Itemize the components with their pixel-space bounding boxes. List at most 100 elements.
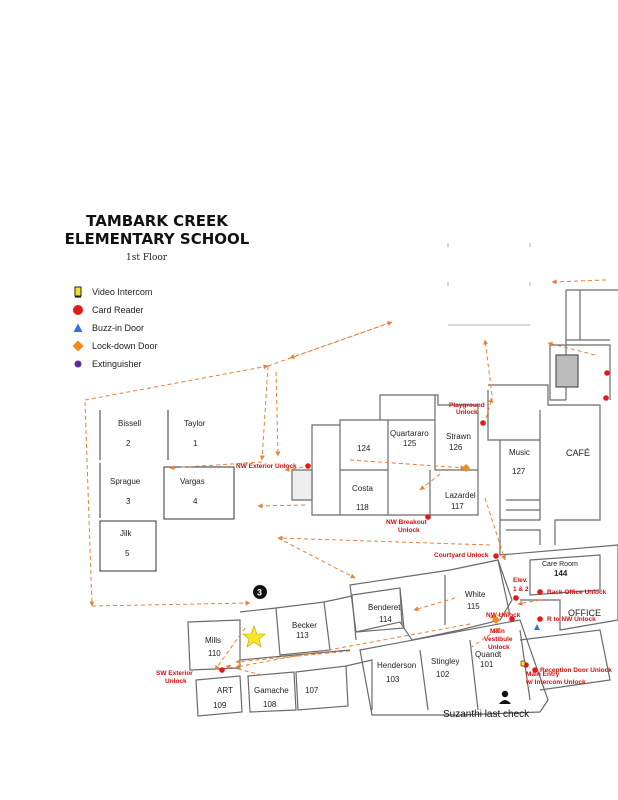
stair-block: [291, 469, 313, 501]
buzz-in-door-marker: [534, 624, 540, 630]
route-arrow: [169, 461, 263, 471]
label-main-entry-line1: Main Entry: [526, 671, 560, 678]
portable-vargas-num: 4: [193, 497, 198, 506]
wall: [339, 395, 478, 515]
video-intercom-icon: [74, 286, 82, 298]
room-gamache-name: Gamache: [254, 686, 289, 695]
room-becker-name: Becker: [292, 621, 317, 630]
legend-item-card-reader: Card Reader: [72, 301, 158, 319]
label-elev-line2: 1 & 2: [513, 586, 529, 593]
wall: [187, 619, 241, 671]
legend-item-lock-down-door: Lock-down Door: [72, 337, 158, 355]
card-reader-marker: [537, 616, 543, 622]
route-arrow: [413, 597, 456, 612]
card-reader-marker: [537, 589, 543, 595]
room-care-name: Care Room: [542, 561, 578, 568]
label-sw-exterior-line2: Unlock: [165, 678, 187, 685]
route-arrow: [419, 473, 441, 491]
route-arrow: [551, 279, 607, 285]
wall: [506, 499, 541, 545]
card-reader-marker: [219, 667, 225, 673]
number-marker-label: 3: [257, 588, 262, 598]
portable-jilk-num: 5: [125, 549, 130, 558]
label-nw-unlock: NW Unlock: [486, 612, 521, 619]
card-reader-marker: [480, 420, 486, 426]
label-nw-exterior-unlock: NW Exterior Unlock: [236, 463, 297, 470]
wall: [359, 619, 549, 716]
wall: [549, 289, 618, 401]
portable-jilk: [99, 520, 157, 572]
legend: Video Intercom Card Reader Buzz-in Door …: [72, 283, 158, 373]
label-courtyard-unlock: Courtyard Unlock: [434, 552, 489, 559]
room-benderet-name: Benderet: [368, 603, 401, 612]
legend-item-buzz-in-door: Buzz-in Door: [72, 319, 158, 337]
route-arrow: [484, 497, 506, 561]
wall: [519, 629, 611, 691]
legend-label: Buzz-in Door: [92, 323, 145, 333]
wall: [323, 595, 357, 641]
room-125-num: 125: [403, 439, 417, 448]
route-arrow: [259, 365, 269, 461]
room-109-num: 109: [213, 701, 227, 710]
label-main-vestibule-line1: Main: [490, 628, 505, 635]
room-henderson-name: Henderson: [377, 661, 416, 670]
building-walls: [187, 289, 618, 717]
room-115-num: 115: [467, 602, 480, 611]
legend-label: Extinguisher: [92, 359, 142, 369]
title-line-2: ELEMENTARY SCHOOL: [64, 230, 250, 248]
lock-down-door-icon: [72, 340, 84, 352]
room-107-num: 107: [305, 686, 319, 695]
route-arrow: [214, 627, 246, 671]
room-101-num: 101: [480, 660, 494, 669]
route-arrow: [275, 371, 281, 457]
wall: [345, 659, 373, 710]
route-arrow: [84, 364, 269, 401]
card-reader-marker: [305, 463, 311, 469]
title-line-1: TAMBARK CREEK: [86, 212, 228, 230]
card-reader-marker: [509, 616, 515, 622]
unlock-labels: NW Exterior Unlock Playground Unlock NW …: [156, 402, 612, 686]
portable-jilk-name: Jilk: [120, 529, 133, 538]
evacuation-routes: [84, 279, 607, 676]
wall: [349, 559, 513, 641]
wall: [239, 607, 351, 661]
extinguisher-icon: [74, 360, 82, 368]
route-arrow: [225, 664, 263, 676]
label-sw-exterior-line1: SW Exterior: [156, 670, 193, 677]
note-text: Suzanthi last check: [443, 709, 530, 720]
route-arrow: [547, 341, 596, 356]
card-reader-marker: [425, 514, 431, 520]
room-103-num: 103: [386, 675, 400, 684]
wall: [295, 665, 349, 711]
room-stingley-name: Stingley: [431, 657, 459, 666]
legend-label: Video Intercom: [92, 287, 153, 297]
route-arrow: [235, 650, 351, 665]
room-108-num: 108: [263, 700, 277, 709]
legend-item-video-intercom: Video Intercom: [72, 283, 158, 301]
route-arrow: [84, 401, 95, 607]
buzz-in-door-icon: [73, 323, 83, 332]
route-arrow: [489, 611, 509, 619]
room-114-num: 114: [379, 615, 392, 624]
wall: [499, 544, 618, 631]
route-arrow: [277, 537, 356, 579]
route-arrow: [483, 397, 494, 426]
wall: [487, 390, 541, 555]
video-intercom-marker: [520, 660, 526, 667]
portables: [99, 410, 235, 572]
room-labels: 124 Quartararo 125 Strawn 126 Costa 118 …: [205, 429, 601, 710]
lockdown-doors: [462, 464, 500, 624]
label-playground-line2: Unlock: [456, 409, 478, 416]
card-reader-marker: [604, 370, 610, 376]
person-icon: [499, 690, 511, 704]
portable-taylor-num: 1: [193, 439, 198, 448]
wall: [488, 384, 601, 545]
lock-down-door-marker: [462, 464, 470, 472]
room-117-num: 117: [451, 502, 464, 511]
wall: [311, 394, 479, 516]
room-126-num: 126: [449, 443, 463, 452]
label-reception-door-unlock: Reception Door Unlock: [540, 667, 612, 674]
label-elev-line1: Elev.: [513, 577, 528, 584]
route-arrow: [91, 600, 251, 607]
